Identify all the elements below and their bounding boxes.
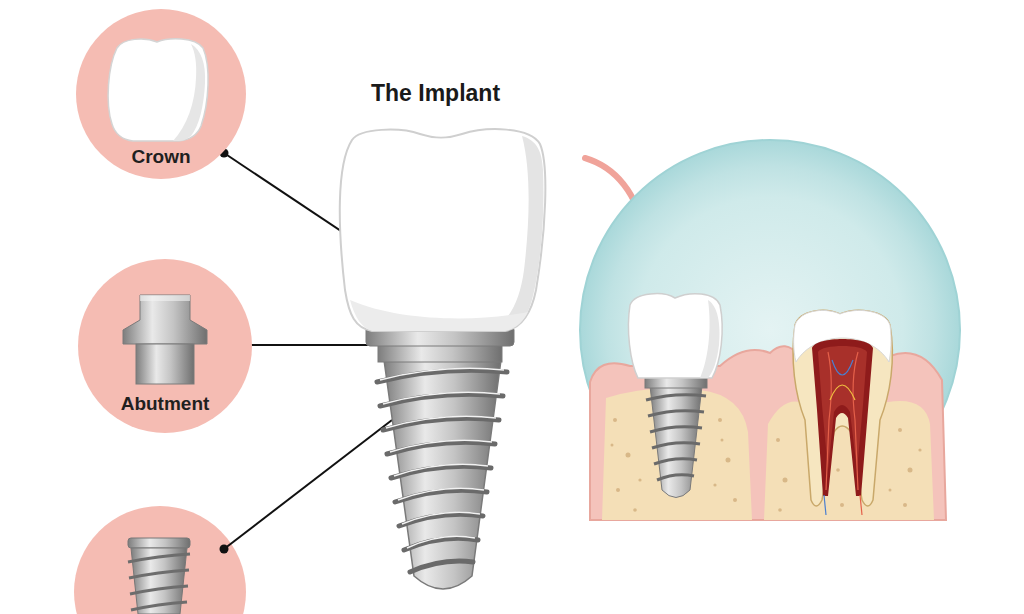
diagram-title: The Implant (371, 80, 500, 107)
implant-screw (377, 360, 507, 589)
part-label: Crown (75, 146, 247, 168)
crown-circle: Crown (75, 8, 247, 180)
cross-section (580, 140, 960, 520)
part-label: Abutment (77, 393, 253, 415)
abutment-circle: Abutment (77, 258, 253, 434)
implant-crown (340, 129, 546, 331)
implant-circle (74, 506, 246, 614)
